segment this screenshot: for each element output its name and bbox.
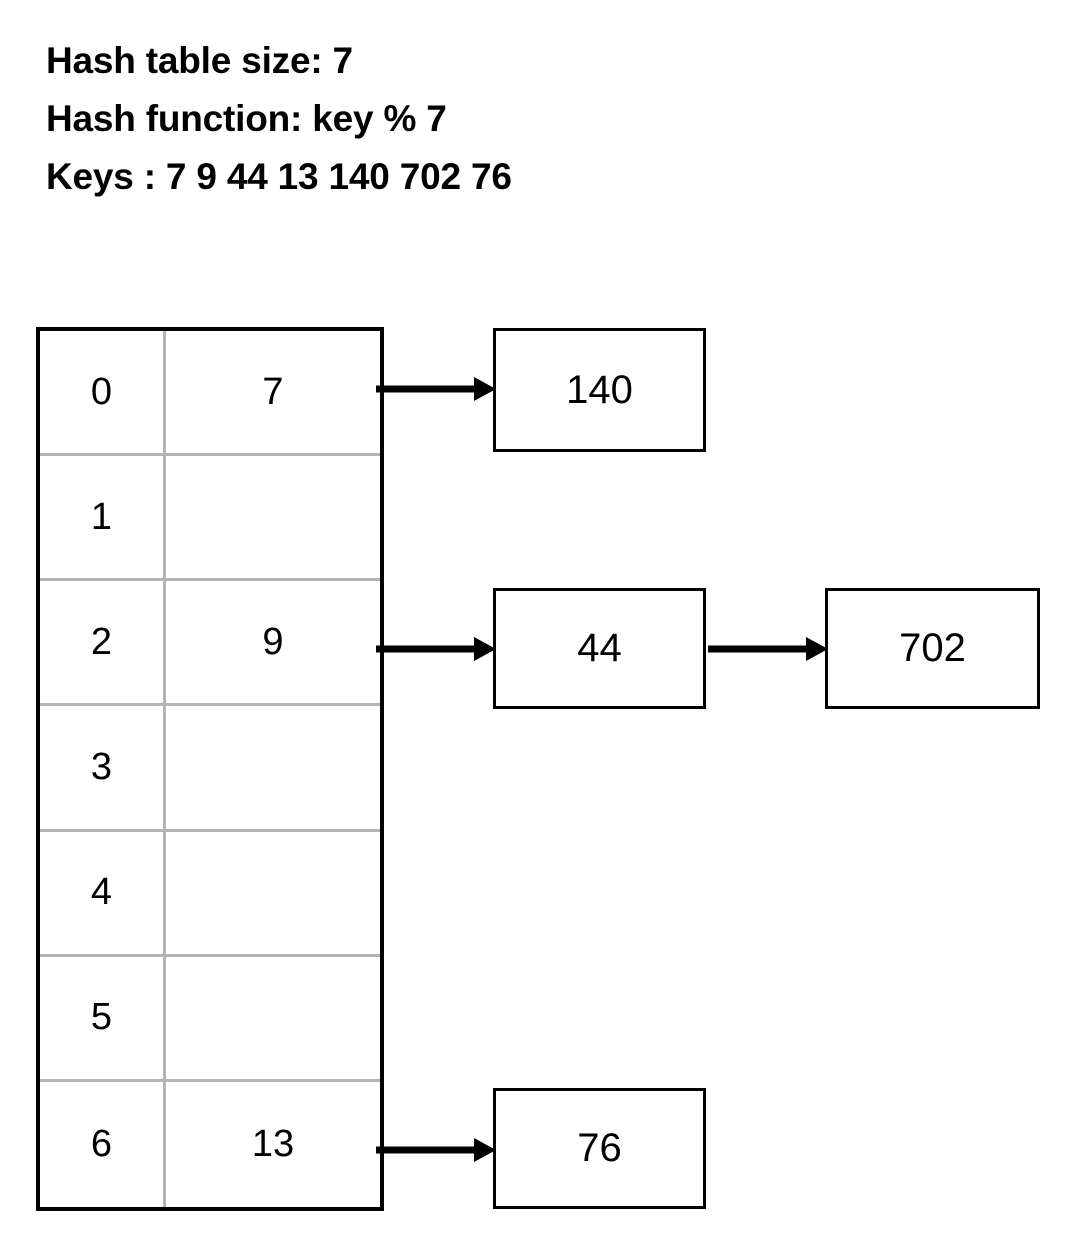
table-row: 2 9 <box>40 581 380 707</box>
bucket-value-6: 13 <box>251 1122 295 1165</box>
arrow-44-to-702 <box>708 637 828 661</box>
table-row: 3 <box>40 706 380 832</box>
chain-node-76: 76 <box>493 1088 706 1209</box>
bucket-value-0: 7 <box>262 370 284 413</box>
caption-line-keys: Keys : 7 9 44 13 140 702 76 <box>46 156 512 197</box>
table-row: 0 7 <box>40 331 380 457</box>
chain-node-44: 44 <box>493 588 706 709</box>
bucket-value-4 <box>166 832 380 954</box>
bucket-value-2: 9 <box>262 620 284 663</box>
caption-line-hash-function: Hash function: key % 7 <box>46 98 447 139</box>
hash-table: 0 7 1 2 9 3 4 5 6 13 <box>36 327 384 1211</box>
caption-line-table-size: Hash table size: 7 <box>46 40 353 81</box>
chain-node-140: 140 <box>493 328 706 452</box>
table-row: 5 <box>40 956 380 1082</box>
arrow-bucket2-to-44 <box>376 637 496 661</box>
bucket-value-3 <box>166 706 380 828</box>
bucket-value-1 <box>166 456 380 578</box>
table-row: 6 13 <box>40 1081 380 1207</box>
bucket-index-3: 3 <box>40 706 166 829</box>
bucket-index-0: 0 <box>40 331 166 454</box>
bucket-index-1: 1 <box>40 456 166 579</box>
arrow-bucket6-to-76 <box>376 1138 496 1162</box>
table-row: 1 <box>40 456 380 582</box>
bucket-index-5: 5 <box>40 956 166 1079</box>
table-row: 4 <box>40 831 380 957</box>
bucket-value-5 <box>166 957 380 1079</box>
diagram-caption: Hash table size: 7 Hash function: key % … <box>46 32 946 206</box>
chain-node-702: 702 <box>825 588 1040 709</box>
bucket-index-6: 6 <box>40 1081 166 1207</box>
bucket-index-2: 2 <box>40 581 166 704</box>
arrow-bucket0-to-140 <box>376 377 496 401</box>
bucket-index-4: 4 <box>40 831 166 954</box>
